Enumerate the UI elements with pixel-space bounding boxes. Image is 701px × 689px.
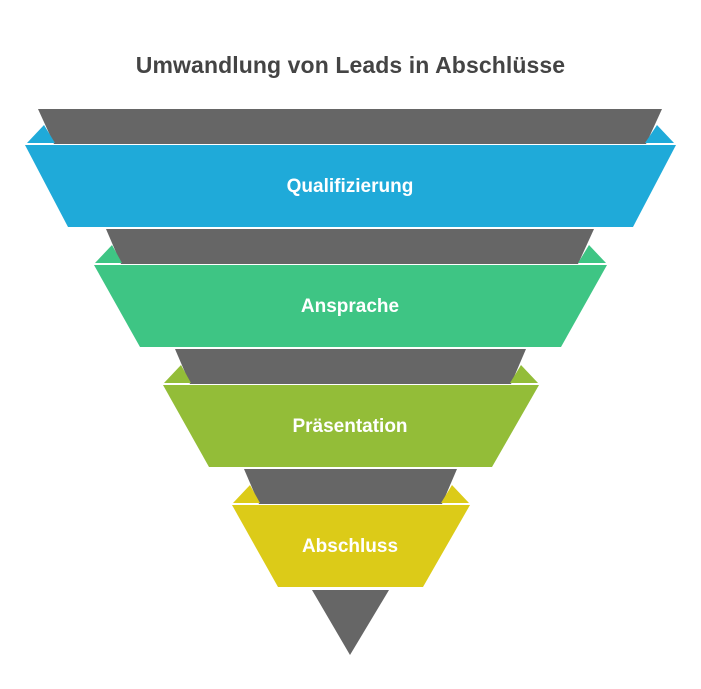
- funnel-stage-ansprache: Ansprache: [94, 229, 607, 347]
- stage-1-shadow-band: [38, 109, 662, 144]
- stage-4-label: Abschluss: [302, 536, 398, 557]
- stage-3-left-tab: [164, 365, 191, 383]
- stage-4-right-tab: [441, 485, 469, 503]
- stage-4-left-tab: [233, 485, 260, 503]
- funnel-stage-praesentation: Präsentation: [163, 349, 539, 467]
- stage-4-shadow-band: [244, 469, 457, 504]
- stage-2-band: [94, 265, 607, 347]
- stage-1-left-tab: [27, 125, 55, 143]
- stage-1-band: [25, 145, 676, 227]
- stage-3-right-tab: [510, 365, 538, 383]
- stage-3-band: [163, 385, 539, 467]
- funnel-stage-qualifizierung: Qualifizierung: [25, 109, 676, 227]
- stage-1-label: Qualifizierung: [287, 176, 414, 197]
- funnel-stage-abschluss: Abschluss: [232, 469, 470, 587]
- stage-3-shadow-band: [175, 349, 526, 384]
- stage-4-band: [232, 505, 470, 587]
- stage-2-label: Ansprache: [301, 296, 399, 317]
- diagram-title: Umwandlung von Leads in Abschlüsse: [135, 52, 566, 78]
- stage-1-right-tab: [645, 125, 674, 143]
- stage-2-shadow-band: [106, 229, 594, 264]
- stage-3-label: Präsentation: [292, 416, 407, 437]
- funnel-tip: [312, 590, 389, 655]
- stage-2-left-tab: [95, 245, 122, 263]
- stage-2-right-tab: [578, 245, 606, 263]
